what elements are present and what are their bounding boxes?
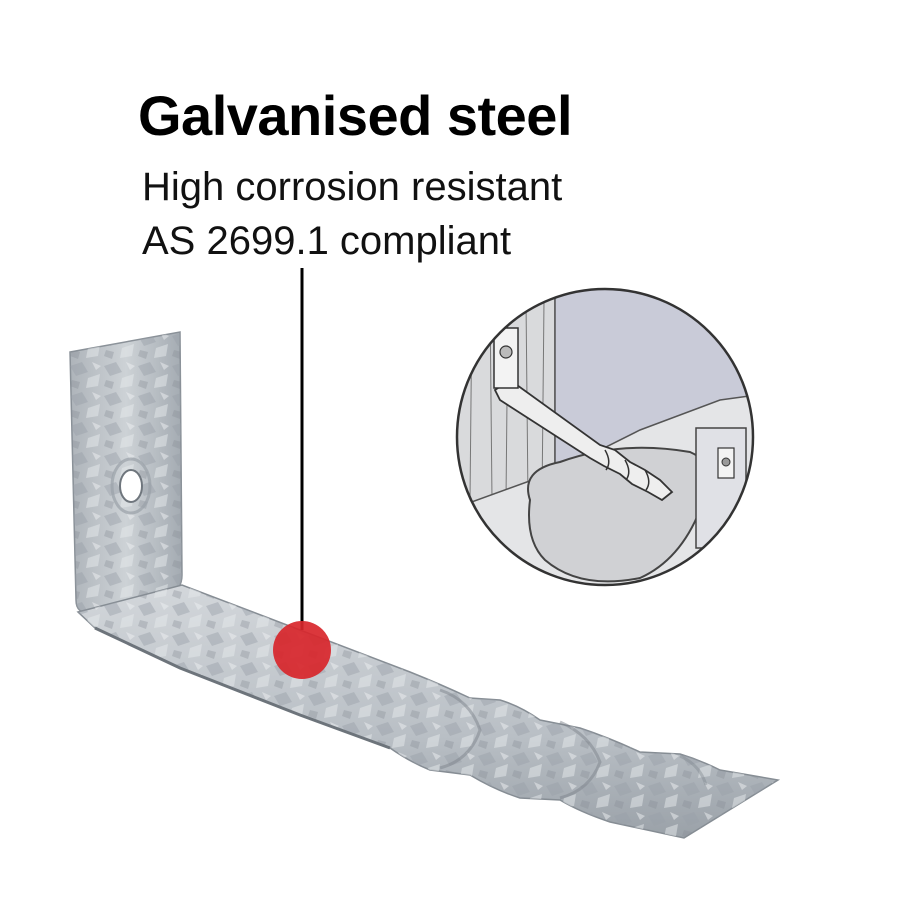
headline: Galvanised steel [138,84,573,147]
steel-tie-horizontal-leg [76,584,781,839]
fixing-hole [119,469,143,503]
steel-tie-vertical-leg [69,331,183,614]
inset-circle-border [455,287,755,587]
feature-standard: AS 2699.1 compliant [142,219,512,263]
installation-inset [457,289,753,585]
feature-corrosion: High corrosion resistant [142,165,563,209]
marker-dot [273,621,331,679]
